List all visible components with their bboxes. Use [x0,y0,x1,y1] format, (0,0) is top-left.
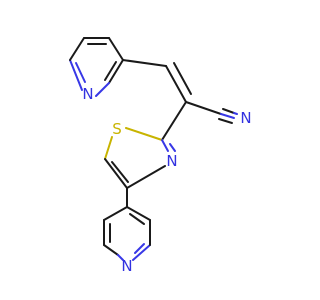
bond [161,139,169,152]
bond [69,37,85,61]
bond [161,101,187,141]
atom-label-sulfur: S [112,120,122,138]
bond [126,165,166,189]
bond [117,254,124,261]
bond [95,82,110,97]
bond [185,101,222,115]
bond [125,127,163,141]
bond [103,206,128,221]
atom-label-nitrogen: N [82,85,93,103]
bond [173,62,192,95]
bond [111,161,129,183]
atom-label-nitrogen: N [166,152,177,170]
molecule-diagram: N N S N N [69,37,252,275]
pyridine-ring-bottom [103,187,151,261]
bond [104,136,113,160]
bond [169,143,176,152]
bond [103,244,119,256]
bond [129,213,145,225]
bond [132,244,151,261]
atom-label-nitrogen: N [121,257,132,275]
bond [220,113,235,119]
bond [104,158,128,189]
bond [222,108,235,114]
bond [233,112,238,115]
bond [218,118,233,124]
bond [108,37,124,61]
bond [165,65,187,103]
acrylonitrile-linker [122,59,238,124]
pyridine-ring-top [69,37,124,97]
bond [69,59,83,91]
thiazole-ring [104,101,187,189]
atom-labels: N N S N N [82,85,251,275]
bond [104,61,117,81]
bond [134,243,145,254]
bond [126,206,151,221]
bond [75,62,86,83]
bond [122,59,167,67]
bond [108,59,124,84]
atom-label-nitrogen: N [240,109,251,127]
